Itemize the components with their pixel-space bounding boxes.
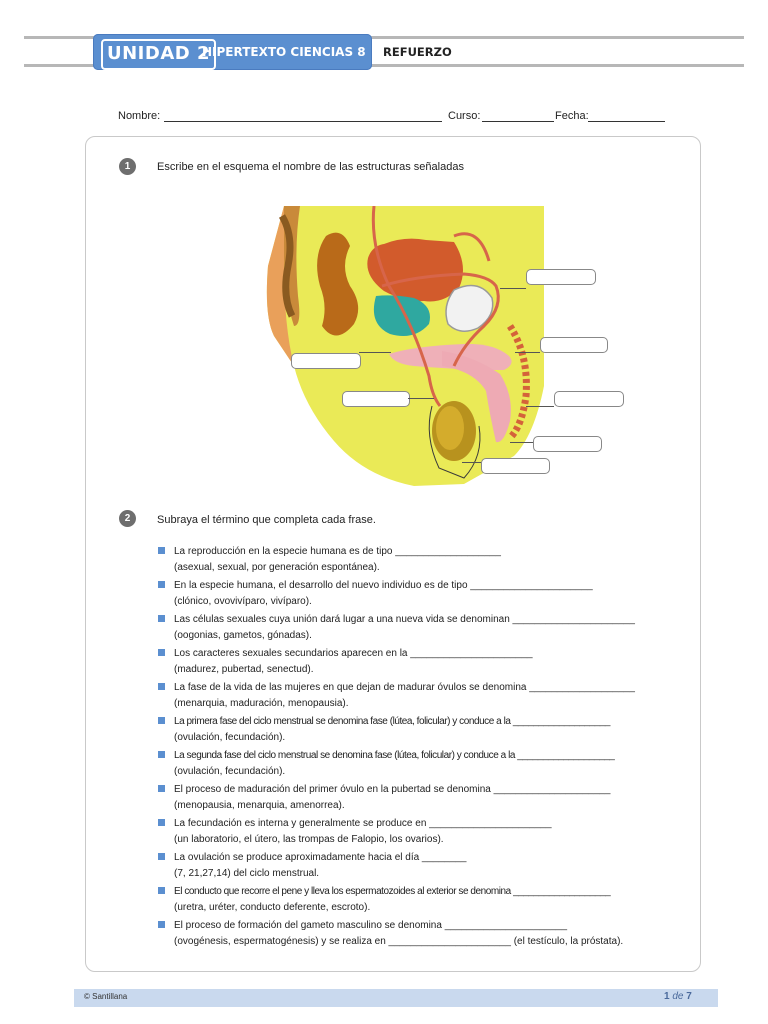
leader-line-2: [515, 352, 540, 353]
square-bullet-icon: [158, 751, 165, 758]
list-item: La fase de la vida de las mujeres en que…: [158, 680, 678, 712]
course-label: Curso:: [448, 110, 481, 122]
square-bullet-icon: [158, 887, 165, 894]
name-label: Nombre:: [118, 110, 161, 122]
leader-line-7: [462, 462, 481, 463]
page-total: 7: [686, 991, 692, 1002]
header-rule-bottom: [24, 64, 744, 67]
list-item: Las células sexuales cuya unión dará lug…: [158, 612, 678, 644]
anatomy-illustration: [266, 205, 544, 486]
leader-line-6: [510, 442, 533, 443]
page-indicator: 1 de 7: [664, 991, 692, 1002]
diagram-label-box-5[interactable]: [554, 391, 624, 407]
list-item: La reproducción en la especie humana es …: [158, 544, 678, 576]
page-current: 1: [664, 991, 670, 1002]
list-item: La ovulación se produce aproximadamente …: [158, 850, 678, 882]
question-number-2: 2: [119, 510, 136, 527]
square-bullet-icon: [158, 649, 165, 656]
date-field[interactable]: [588, 121, 665, 122]
unit-label: UNIDAD 2: [101, 39, 216, 70]
date-label: Fecha:: [555, 110, 589, 122]
leader-line-3: [359, 352, 391, 353]
list-item: En la especie humana, el desarrollo del …: [158, 578, 678, 610]
section-label: REFUERZO: [383, 45, 452, 59]
list-item: El conducto que recorre el pene y lleva …: [158, 884, 678, 916]
subject-title: HIPERTEXTO CIENCIAS 8: [202, 45, 366, 59]
leader-line-5: [526, 406, 554, 407]
question-2-instruction: Subraya el término que completa cada fra…: [157, 514, 376, 526]
diagram-label-box-1[interactable]: [526, 269, 596, 285]
course-field[interactable]: [482, 121, 554, 122]
leader-line-1: [500, 288, 526, 289]
square-bullet-icon: [158, 921, 165, 928]
list-item: La segunda fase del ciclo menstrual se d…: [158, 748, 678, 780]
reproductive-system-diagram: [264, 205, 544, 486]
footer-band: [74, 989, 718, 1007]
square-bullet-icon: [158, 581, 165, 588]
page-of: de: [672, 991, 684, 1002]
square-bullet-icon: [158, 785, 165, 792]
diagram-label-box-7[interactable]: [481, 458, 550, 474]
square-bullet-icon: [158, 853, 165, 860]
question-1-instruction: Escribe en el esquema el nombre de las e…: [157, 161, 464, 173]
question-number-1: 1: [119, 158, 136, 175]
diagram-label-box-4[interactable]: [342, 391, 410, 407]
list-item: El proceso de maduración del primer óvul…: [158, 782, 678, 814]
copyright: © Santillana: [84, 992, 128, 1001]
square-bullet-icon: [158, 683, 165, 690]
leader-line-4: [408, 398, 434, 399]
square-bullet-icon: [158, 547, 165, 554]
list-item: La fecundación es interna y generalmente…: [158, 816, 678, 848]
diagram-label-box-2[interactable]: [540, 337, 608, 353]
fill-in-list: La reproducción en la especie humana es …: [158, 544, 678, 952]
square-bullet-icon: [158, 615, 165, 622]
diagram-label-box-6[interactable]: [533, 436, 602, 452]
header-rule-top: [24, 36, 744, 39]
square-bullet-icon: [158, 717, 165, 724]
name-field[interactable]: [164, 121, 442, 122]
list-item: El proceso de formación del gameto mascu…: [158, 918, 678, 950]
list-item: Los caracteres sexuales secundarios apar…: [158, 646, 678, 678]
diagram-label-box-3[interactable]: [291, 353, 361, 369]
square-bullet-icon: [158, 819, 165, 826]
list-item: La primera fase del ciclo menstrual se d…: [158, 714, 678, 746]
